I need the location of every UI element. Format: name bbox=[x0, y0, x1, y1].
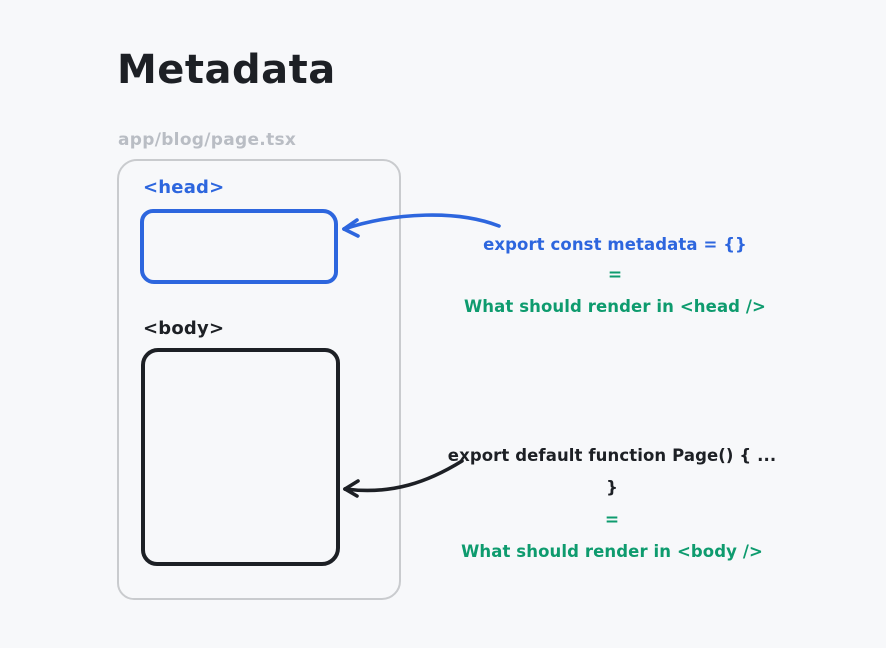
metadata-annotation: export const metadata = {} = What should… bbox=[443, 229, 787, 322]
page-annotation: export default function Page() { ... } =… bbox=[440, 440, 784, 568]
file-path-label: app/blog/page.tsx bbox=[118, 130, 297, 150]
body-render-meaning-line: What should render in <body /> bbox=[461, 542, 763, 561]
head-render-meaning-line: What should render in <head /> bbox=[464, 297, 766, 316]
metadata-code-line: export const metadata = {} bbox=[483, 235, 747, 254]
page-code-line: export default function Page() { ... } bbox=[447, 446, 777, 497]
equals-sign: = bbox=[607, 265, 623, 285]
body-slot-box bbox=[141, 348, 340, 566]
head-tag-label: <head> bbox=[143, 177, 225, 198]
head-slot-box bbox=[140, 209, 338, 284]
page-file-container bbox=[117, 159, 401, 600]
page-title: Metadata bbox=[117, 47, 336, 93]
body-tag-label: <body> bbox=[143, 318, 225, 339]
equals-sign: = bbox=[604, 510, 620, 530]
